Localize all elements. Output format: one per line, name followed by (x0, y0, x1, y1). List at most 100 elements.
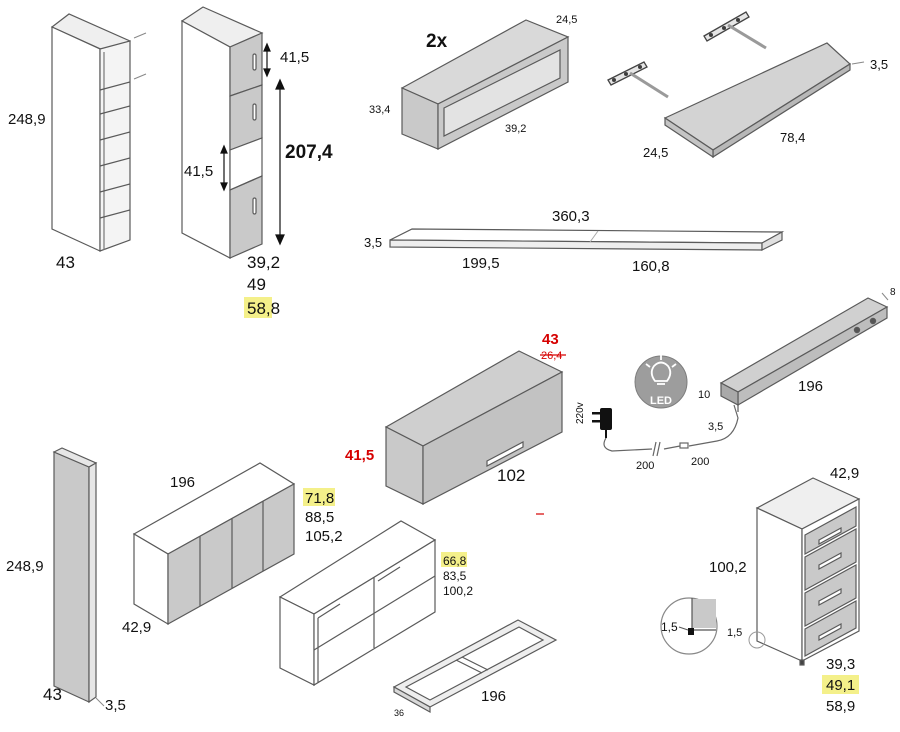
foot-detail-magnifier (660, 597, 718, 655)
small-shelf-top (663, 42, 851, 151)
highlight-marker (244, 297, 272, 318)
door-handle (252, 53, 257, 71)
wall-unit-width-label: 102 (497, 466, 525, 485)
side-panel-face (53, 451, 90, 703)
shelf-line (99, 183, 131, 193)
cabinet-niche-height-label: 41,5 (184, 163, 213, 180)
wall-unit (384, 350, 564, 505)
plinth-frame (392, 619, 558, 714)
led-bar-length-label: 196 (798, 378, 823, 395)
led-light-bar (719, 297, 889, 412)
cabinet-width-1: 39,2 (247, 253, 280, 272)
open-unit (278, 520, 437, 687)
tall-cabinet (180, 6, 264, 259)
wall-unit-depth-new: 43 (542, 331, 559, 348)
highlight-marker (822, 675, 859, 694)
drawer-unit-width-1: 39,3 (826, 656, 855, 673)
wall-box-quantity: 2x (426, 31, 448, 52)
wall-unit-depth-old: 26,4 (541, 350, 562, 362)
cabinet-side (181, 19, 231, 259)
side-panel (52, 447, 98, 704)
cabinet-width-2: 49 (247, 275, 266, 294)
shelf-line (99, 131, 131, 141)
led-cable (603, 404, 739, 457)
sideboard-depth-label: 42,9 (122, 619, 151, 636)
plinth-height-label: 36 (394, 708, 404, 718)
foot-highlight-circle (748, 631, 766, 649)
sideboard-width-label: 196 (170, 474, 195, 491)
cabinet-door-height-label: 41,5 (280, 49, 309, 66)
drawer-4 (804, 599, 857, 658)
wall-unit-front (422, 371, 563, 505)
bookcase-width-label: 43 (56, 253, 75, 272)
highlight-marker (441, 552, 467, 567)
drawer-foot-label: 1,5 (727, 627, 742, 639)
drawer-foot (799, 659, 805, 666)
drawer-unit-height-label: 100,2 (709, 559, 747, 576)
drawer-handle (818, 526, 842, 546)
bookcase-height-label: 248,9 (8, 111, 46, 128)
led-badge: LED (634, 355, 688, 409)
shelf-line (99, 209, 131, 219)
drawer-unit-width-2: 49,1 (826, 677, 855, 694)
highlight-marker (303, 488, 335, 506)
door-handle (252, 197, 257, 215)
shelf-line (99, 81, 131, 91)
led-voltage-label: 220v (575, 402, 586, 424)
led-badge-label: LED (650, 395, 672, 407)
open-unit-height-3: 100,2 (443, 584, 473, 598)
wall-unit-height-label: 41,5 (345, 447, 374, 464)
bookcase-side (51, 26, 101, 252)
long-shelf-thickness-label: 3,5 (364, 235, 382, 250)
drawer-unit-width-3: 58,9 (826, 698, 855, 715)
drawer-unit-side (756, 507, 803, 662)
sideboard-height-1: 71,8 (305, 490, 334, 507)
open-unit-height-1: 66,8 (443, 554, 467, 568)
wall-box (400, 19, 570, 150)
power-adapter-icon (592, 408, 612, 438)
led-cable-b-label: 200 (691, 456, 709, 468)
drawer-1 (804, 505, 857, 556)
shelf-bracket (607, 61, 669, 99)
lightbulb-icon (645, 355, 677, 385)
small-shelf-width-label: 78,4 (780, 130, 805, 145)
side-panel-thickness-label: 3,5 (105, 697, 126, 714)
long-shelf-part-b-label: 160,8 (632, 258, 670, 275)
small-shelf (663, 42, 851, 159)
drawer-handle (818, 587, 842, 607)
cabinet-total-height-label: 207,4 (285, 142, 333, 163)
drawer-unit-depth-label: 42,9 (830, 465, 859, 482)
wall-box-depth-label: 24,5 (556, 14, 577, 26)
shelf-bracket (703, 11, 767, 50)
shelf-line (99, 157, 131, 167)
led-bar-thickness-label: 3,5 (708, 421, 723, 433)
wall-box-height-label: 33,4 (369, 104, 390, 116)
drawer-handle (818, 622, 842, 642)
long-shelf-total-label: 360,3 (552, 208, 590, 225)
small-shelf-depth-label: 24,5 (643, 145, 668, 160)
drawer-unit (755, 477, 861, 666)
led-cable-a-label: 200 (636, 460, 654, 472)
tall-bookcase (50, 13, 147, 252)
led-bar-depth-label: 8 (890, 287, 896, 298)
cabinet-dimension-arrows (220, 42, 285, 246)
long-shelf-part-a-label: 199,5 (462, 255, 500, 272)
sideboard (132, 462, 296, 626)
bookcase-front (99, 40, 131, 252)
wall-box-width-label: 39,2 (505, 123, 526, 135)
foot-detail-label: 1,5 (661, 620, 678, 634)
cabinet-width-3: 58,8 (247, 299, 280, 318)
flap-handle (486, 441, 524, 467)
wall-box-opening (443, 49, 561, 137)
led-bar-height-label: 10 (698, 389, 710, 401)
long-shelf (389, 228, 785, 251)
shelf-line (99, 105, 131, 115)
side-panel-width-label: 43 (43, 685, 62, 704)
drawer-handle (818, 551, 842, 571)
open-unit-shelf (313, 575, 436, 651)
plinth-length-label: 196 (481, 688, 506, 705)
sideboard-height-3: 105,2 (305, 528, 343, 545)
sideboard-height-2: 88,5 (305, 509, 334, 526)
open-unit-height-2: 83,5 (443, 569, 467, 583)
